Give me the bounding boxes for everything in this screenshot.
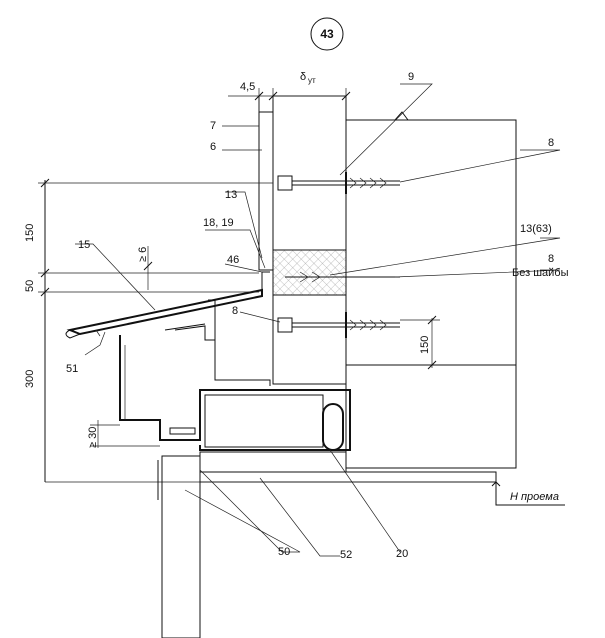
sheet-number-badge: 43	[310, 17, 344, 51]
dimension-chain-left	[38, 178, 273, 482]
sealing-cord	[322, 403, 344, 451]
label-delta: δ	[300, 71, 306, 83]
sill-flashing	[65, 271, 270, 339]
label-13-63: 13(63)	[520, 223, 552, 235]
lintel-block	[345, 364, 517, 469]
label-51: 51	[66, 363, 78, 375]
label-dim-300: 300	[24, 370, 36, 388]
label-h-proema: H проема	[510, 491, 559, 503]
label-7: 7	[210, 120, 216, 132]
label-15: 15	[78, 239, 90, 251]
label-20: 20	[396, 548, 408, 560]
label-bez-shaiby: Без шайбы	[512, 267, 569, 279]
label-dim-ge6: ≥ 6	[137, 247, 149, 262]
leader-lines	[75, 83, 561, 557]
anchor-dowel-mid	[285, 271, 400, 283]
dimension-ge6	[143, 246, 153, 290]
label-8-top: 8	[548, 137, 554, 149]
label-52: 52	[340, 549, 352, 561]
label-6: 6	[210, 141, 216, 153]
label-dim-ge30: ≥ 30	[87, 427, 99, 448]
label-dim-4-5: 4,5	[240, 81, 255, 93]
label-delta-sub: ут	[308, 76, 316, 85]
label-50: 50	[278, 546, 290, 558]
dimension-ge30	[90, 420, 160, 448]
label-9: 9	[408, 71, 414, 83]
anchor-dowel-low	[277, 312, 400, 338]
lower-wall	[157, 455, 201, 638]
window-frame	[119, 299, 351, 451]
dimension-top	[228, 88, 351, 112]
label-dim-delta: δ ут	[300, 71, 316, 85]
label-13: 13	[225, 189, 237, 201]
dimension-150-right	[400, 315, 440, 370]
label-18-19: 18, 19	[203, 217, 234, 229]
label-dim-150-right: 150	[419, 336, 431, 354]
label-dim-150: 150	[24, 224, 36, 242]
opening-height-marker	[491, 481, 565, 506]
anchor-dowel-top	[277, 172, 400, 194]
label-8-low: 8	[232, 305, 238, 317]
sheet-number: 43	[320, 27, 334, 41]
label-46: 46	[227, 254, 239, 266]
insulation-layer	[272, 95, 347, 385]
label-dim-50: 50	[24, 280, 36, 292]
wood-board	[199, 451, 347, 473]
label-8-mid: 8	[548, 253, 554, 265]
bottom-plate	[45, 471, 497, 483]
